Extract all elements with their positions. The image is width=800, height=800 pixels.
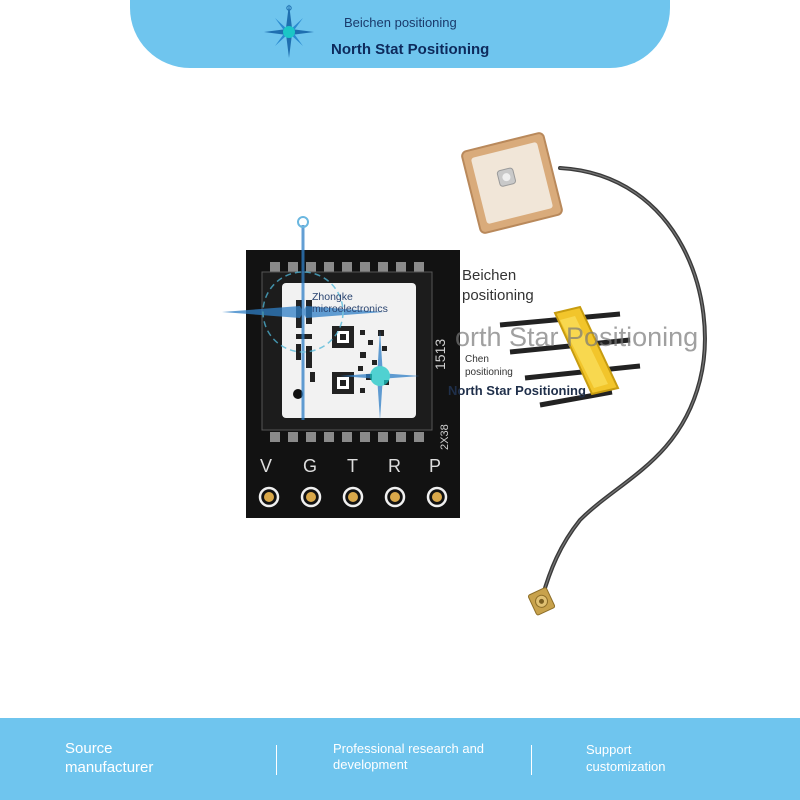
pin-label-g: G [303,456,318,476]
compass-star-icon [264,4,314,58]
feature-customization: Support customization [586,742,666,774]
watermark-north-star-small: North Star Positioning [448,383,586,398]
pin-label-v: V [260,456,273,476]
watermark-north-star-large: orth Star Positioning [455,322,699,352]
top-banner: Beichen positioning North Stat Positioni… [130,0,670,68]
feature-divider [276,745,277,775]
watermark-zhongke: Zhongke microelectronics [312,291,388,315]
banner-brand-line: Beichen positioning [344,15,457,30]
ipex-connector [527,587,556,616]
pin-label-r: R [388,456,401,476]
pin-label-p: P [429,456,442,476]
watermark-compass-icon [222,216,420,420]
feature-bar [0,718,800,800]
pin-header [499,305,641,408]
pin-label-t: T [347,456,358,476]
feature-divider [531,745,532,775]
watermark-beichen: Beichen positioning [462,266,572,306]
svg-text:2X38: 2X38 [439,424,451,450]
feature-source: Source manufacturer [65,740,154,776]
banner-brand-title: North Stat Positioning [331,41,490,58]
watermark-chen: Chen positioning [465,354,513,378]
patch-antenna [461,132,563,234]
feature-research: Professional research and development [333,741,485,772]
product-illustration: 1513 2X38 [222,132,707,616]
svg-text:1513: 1513 [432,339,448,370]
